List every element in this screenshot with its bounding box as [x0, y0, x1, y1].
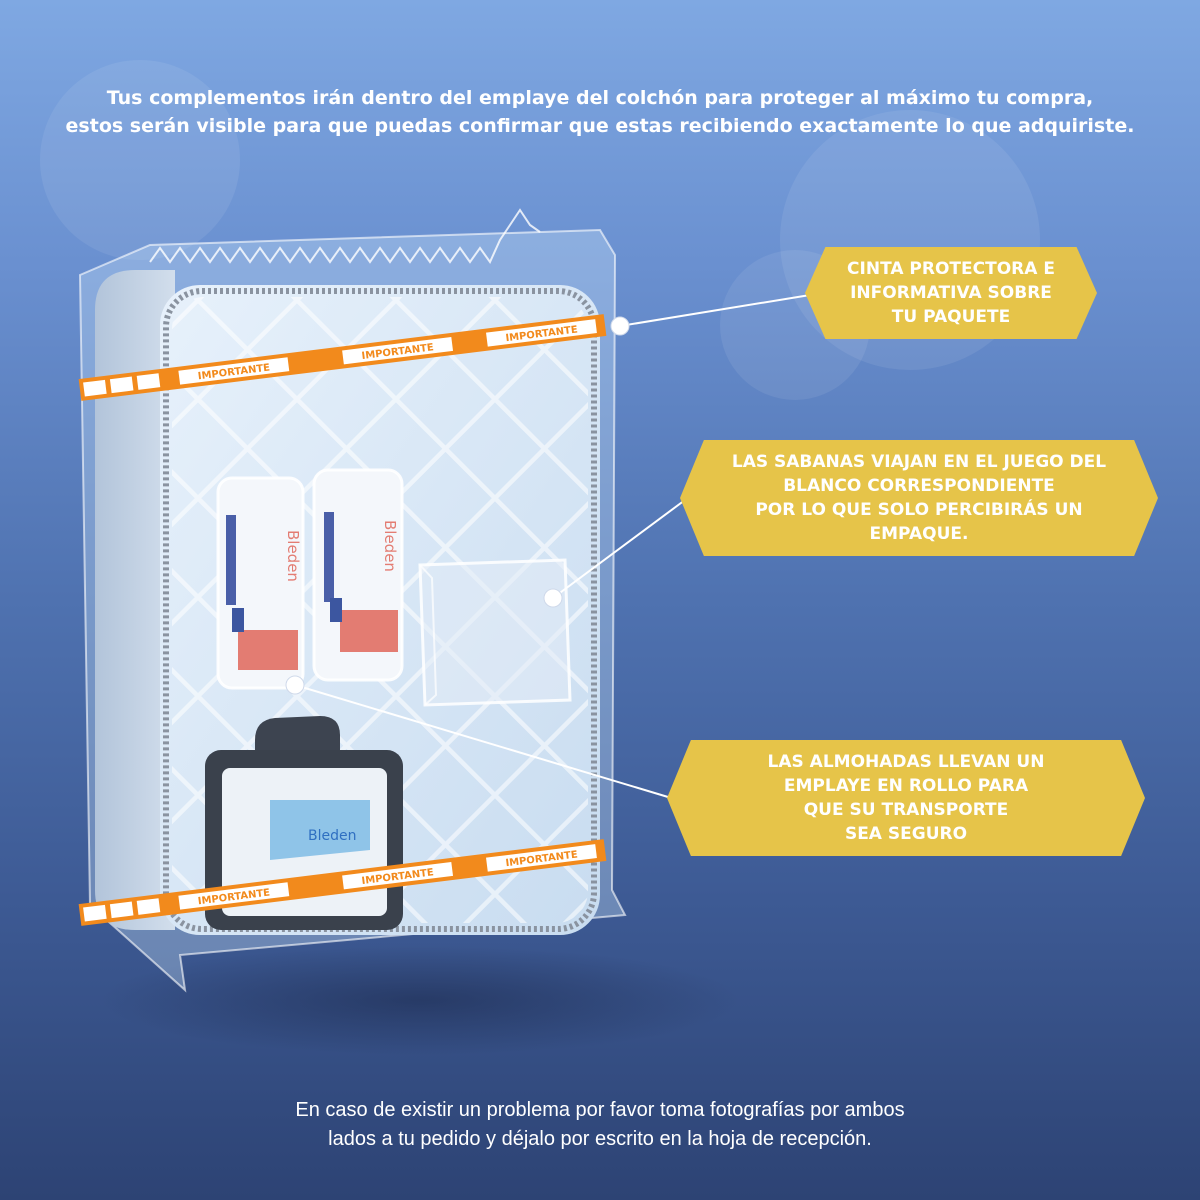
callout-line: EMPLAYE EN ROLLO PARA [783, 776, 1029, 796]
plastic-wrap-edge [149, 208, 541, 264]
leader-line-pillows [294, 684, 669, 798]
protector-brand-text: Bleden [284, 530, 302, 582]
sheets-package-edge [419, 564, 438, 706]
bokeh-circle [40, 60, 240, 260]
tape-side-label [109, 376, 134, 394]
callout-line: TU PAQUETE [891, 307, 1011, 327]
protector-package [312, 468, 404, 682]
leader-line-tape [619, 294, 811, 327]
callout-line: EMPAQUE. [869, 524, 969, 544]
callout-pillows: LAS ALMOHADAS LLEVAN UN EMPLAYE EN ROLLO… [667, 740, 1145, 856]
callout-protective-tape: CINTA PROTECTORA E INFORMATIVA SOBRE TU … [805, 247, 1097, 339]
tape-side-label [136, 373, 161, 390]
footer-text: En caso de existir un problema por favor… [150, 1096, 1050, 1154]
intro-text: Tus complementos irán dentro del emplaye… [40, 84, 1160, 140]
tape-label-bg [486, 844, 597, 872]
tape-label-bg [178, 882, 290, 910]
intro-line: estos serán visible para que puedas conf… [65, 115, 1135, 137]
pillow-brand-text: Bleden [308, 828, 356, 844]
tape-label-bg [342, 861, 454, 890]
tape-side-label [83, 904, 107, 922]
callout-line: QUE SU TRANSPORTE [803, 800, 1009, 820]
tape-label-bg [178, 357, 290, 385]
tape-side-label [136, 898, 161, 915]
callout-sheets: LAS SABANAS VIAJAN EN EL JUEGO DEL BLANC… [680, 440, 1158, 556]
protector-brand-text: Bleden [381, 520, 399, 572]
tape-label-bg [486, 319, 597, 347]
floor-shadow [100, 945, 740, 1055]
callout-line: INFORMATIVA SOBRE [850, 283, 1052, 303]
hotspot-sheets[interactable] [543, 588, 563, 608]
callout-line: BLANCO CORRESPONDIENTE [783, 476, 1055, 496]
leader-line-sheets [552, 499, 686, 599]
hotspot-tape[interactable] [610, 316, 630, 336]
callout-line: SEA SEGURO [844, 824, 968, 844]
tape-side-label [83, 379, 107, 397]
mattress-side [95, 270, 175, 930]
callout-line: POR LO QUE SOLO PERCIBIRÁS UN [755, 500, 1083, 520]
footer-line: En caso de existir un problema por favor… [295, 1099, 905, 1121]
tape-label-bg [342, 336, 454, 365]
hotspot-pillows[interactable] [285, 675, 305, 695]
footer-line: lados a tu pedido y déjalo por escrito e… [328, 1128, 872, 1150]
intro-line: Tus complementos irán dentro del emplaye… [106, 87, 1094, 109]
tape-side-label [109, 901, 134, 919]
protector-package [216, 476, 305, 690]
callout-line: LAS SABANAS VIAJAN EN EL JUEGO DEL [731, 452, 1107, 472]
callout-line: CINTA PROTECTORA E [847, 259, 1055, 279]
sheets-package [418, 558, 572, 707]
callout-line: LAS ALMOHADAS LLEVAN UN [767, 752, 1045, 772]
